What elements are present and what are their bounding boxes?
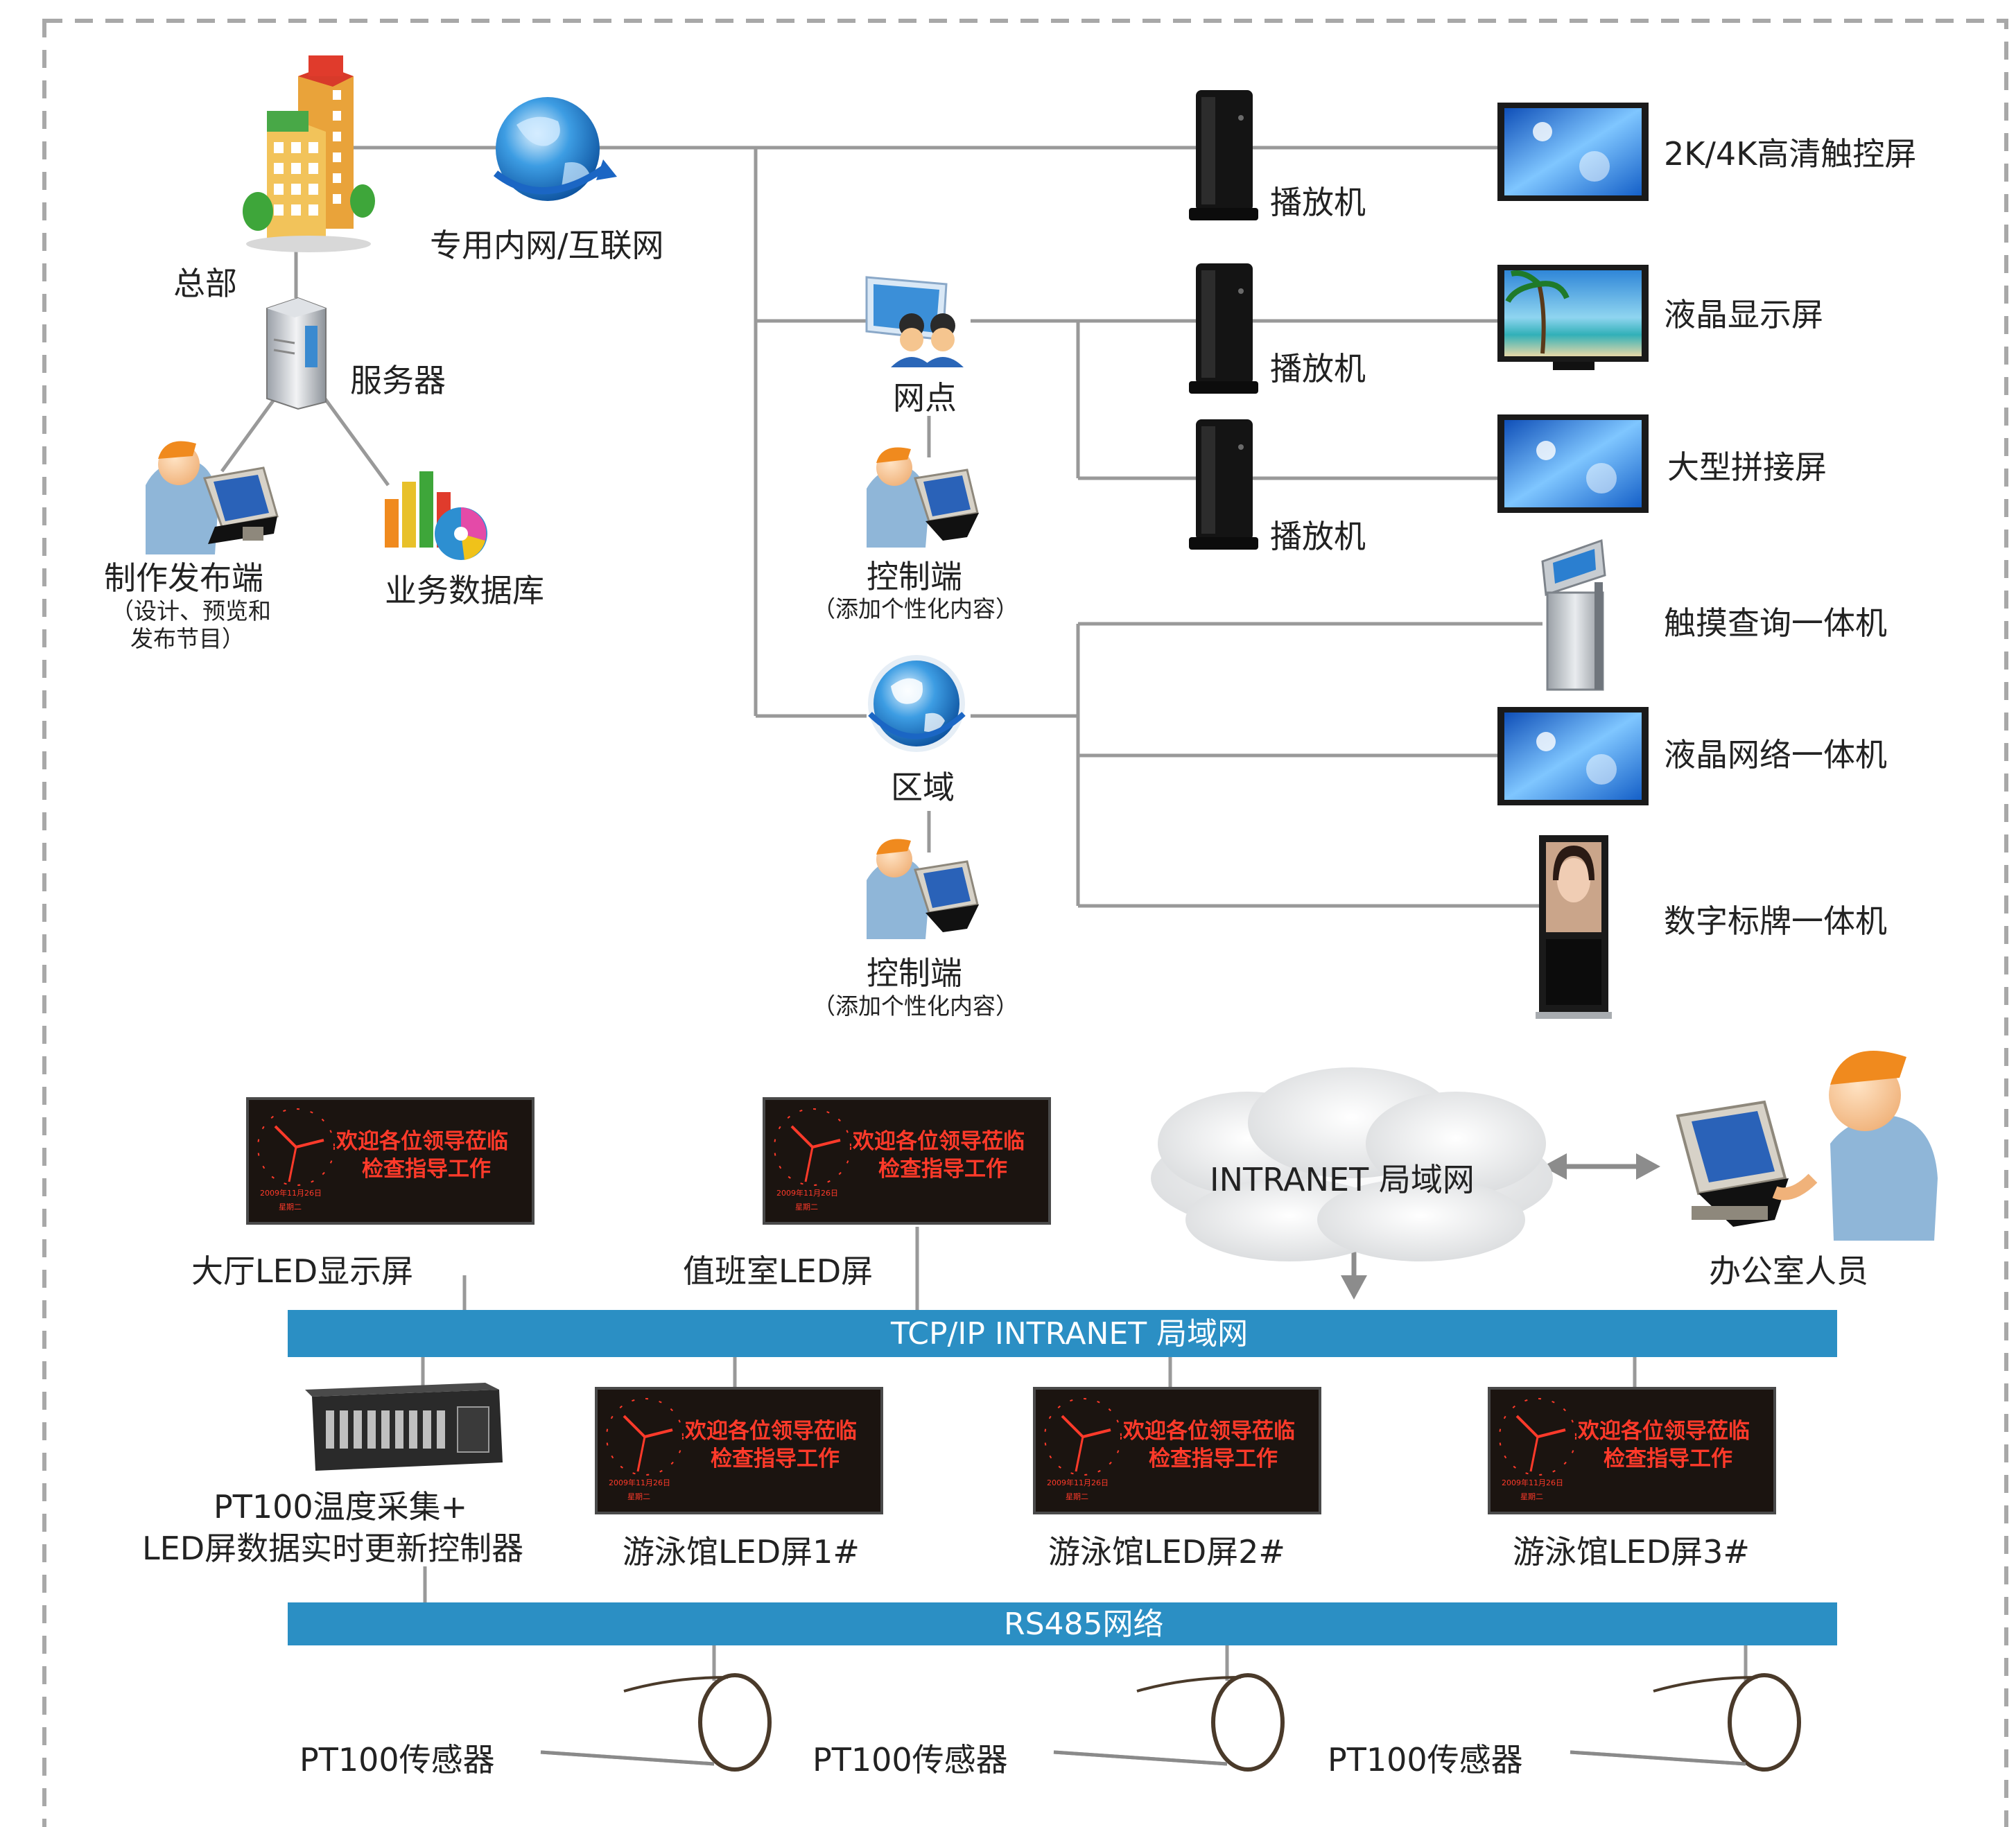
controller-label-line2: LED屏数据实时更新控制器 [142, 1530, 523, 1567]
led-board-pool-1: 欢迎各位领导莅临 检查指导工作 2009年11月26日 星期二 [595, 1387, 883, 1514]
intranet-cloud-icon [1151, 1067, 1553, 1261]
led-board-duty-weekday: 星期二 [795, 1203, 818, 1212]
branch-label: 网点 [893, 379, 957, 417]
network-label: 专用内网/互联网 [430, 227, 664, 264]
pt100-sensor-icon-3 [1570, 1673, 1801, 1772]
led-board-hall-line2: 检查指导工作 [362, 1157, 491, 1182]
branch-control-note: （添加个性化内容） [813, 595, 1018, 622]
terminal-label-6: 数字标牌一体机 [1664, 902, 1887, 940]
tcp-ip-intranet-label: TCP/IP INTRANET 局域网 [890, 1316, 1248, 1352]
player-label-3: 播放机 [1270, 518, 1366, 555]
player-label-1: 播放机 [1270, 184, 1366, 221]
pt100-sensor-icon-1 [540, 1673, 772, 1772]
led-board-pool-2-date: 2009年11月26日 [1047, 1478, 1109, 1487]
player-label-2: 播放机 [1270, 350, 1366, 387]
terminal-label-4: 触摸查询一体机 [1664, 604, 1887, 642]
player-icon-2 [1189, 263, 1258, 394]
rs485-network-bar: RS485网络 [288, 1602, 1837, 1645]
region-label: 区域 [891, 769, 955, 806]
intranet-cloud-label: INTRANET 局域网 [1210, 1161, 1475, 1198]
pool-led-label-1: 游泳馆LED屏1# [623, 1533, 860, 1571]
pt100-sensor-icon-2 [1053, 1673, 1285, 1772]
business-database-icon [385, 471, 487, 560]
publisher-workstation-icon [146, 441, 279, 554]
double-arrow-horizontal [1543, 1153, 1660, 1180]
led-board-duty-line1: 欢迎各位领导莅临 [852, 1129, 1025, 1154]
server-icon [266, 297, 327, 410]
led-board-pool-2: 欢迎各位领导莅临 检查指导工作 2009年11月26日 星期二 [1033, 1387, 1321, 1514]
region-controller-icon [867, 839, 979, 939]
sensor-label-1: PT100传感器 [299, 1741, 495, 1778]
region-control-note: （添加个性化内容） [813, 993, 1018, 1020]
branch-users-icon [865, 276, 964, 367]
publisher-note-1: （设计、预览和 [111, 597, 271, 624]
terminal-label-1: 2K/4K高清触控屏 [1664, 135, 1916, 173]
led-board-hall-weekday: 星期二 [279, 1203, 302, 1212]
led-board-pool-3: 欢迎各位领导莅临 检查指导工作 2009年11月26日 星期二 [1488, 1387, 1776, 1514]
headquarters-building-icon [243, 55, 375, 252]
region-globe-icon [868, 655, 966, 752]
led-board-duty-line2: 检查指导工作 [878, 1157, 1007, 1182]
led-board-duty-date: 2009年11月26日 [776, 1188, 838, 1198]
touchscreen-icon [1497, 103, 1649, 201]
led-board-pool-3-line1: 欢迎各位领导莅临 [1577, 1419, 1750, 1444]
led-board-pool-3-line2: 检查指导工作 [1604, 1446, 1732, 1471]
digital-signage-icon [1536, 835, 1612, 1019]
pool-led-label-2: 游泳馆LED屏2# [1048, 1533, 1285, 1571]
branch-controller-icon [867, 447, 979, 548]
terminal-label-2: 液晶显示屏 [1664, 296, 1823, 333]
pt100-controller-icon [305, 1383, 503, 1471]
sensor-label-3: PT100传感器 [1328, 1741, 1523, 1778]
database-label: 业务数据库 [385, 572, 544, 609]
led-board-pool-2-weekday: 星期二 [1066, 1492, 1088, 1501]
controller-label-line1: PT100温度采集+ [214, 1488, 467, 1526]
player-icon-1 [1189, 90, 1258, 220]
led-board-pool-2-line1: 欢迎各位领导莅临 [1122, 1419, 1295, 1444]
dashed-border [42, 19, 2008, 1827]
led-board-pool-2-line2: 检查指导工作 [1149, 1446, 1278, 1471]
led-board-duty: 欢迎各位领导莅临 检查指导工作 2009年11月26日 星期二 [763, 1097, 1051, 1225]
player-icon-3 [1189, 419, 1258, 550]
sensor-label-2: PT100传感器 [813, 1741, 1008, 1778]
led-board-pool-3-date: 2009年11月26日 [1502, 1478, 1563, 1487]
branch-control-label: 控制端 [867, 558, 962, 595]
duty-led-label: 值班室LED屏 [683, 1252, 873, 1290]
office-staff-icon [1676, 1051, 1938, 1241]
led-board-hall-line1: 欢迎各位领导莅临 [336, 1129, 508, 1154]
pool-led-label-3: 游泳馆LED屏3# [1513, 1533, 1750, 1571]
publisher-note-2: 发布节目） [130, 625, 245, 652]
led-board-hall-date: 2009年11月26日 [260, 1188, 322, 1198]
terminal-label-5: 液晶网络一体机 [1664, 736, 1887, 773]
network-globe-icon [493, 97, 617, 201]
led-board-pool-1-date: 2009年11月26日 [609, 1478, 670, 1487]
touch-kiosk-icon [1541, 539, 1606, 691]
connector-lines [220, 146, 1748, 1766]
hq-label: 总部 [173, 265, 237, 302]
region-control-label: 控制端 [867, 954, 962, 992]
tcp-ip-intranet-bar: TCP/IP INTRANET 局域网 [288, 1310, 1837, 1357]
led-board-pool-1-line2: 检查指导工作 [711, 1446, 840, 1471]
server-label: 服务器 [350, 362, 446, 399]
led-board-pool-3-weekday: 星期二 [1520, 1492, 1543, 1501]
publisher-label: 制作发布端 [104, 559, 263, 597]
led-board-hall: 欢迎各位领导莅临 检查指导工作 2009年11月26日 星期二 [246, 1097, 535, 1225]
hall-led-label: 大厅LED显示屏 [191, 1252, 413, 1290]
led-board-pool-1-weekday: 星期二 [627, 1492, 650, 1501]
lcd-display-icon [1497, 265, 1649, 370]
office-staff-label: 办公室人员 [1709, 1252, 1868, 1290]
led-board-pool-1-line1: 欢迎各位领导莅临 [684, 1419, 857, 1444]
lcd-network-kiosk-icon [1497, 707, 1649, 805]
terminal-label-3: 大型拼接屏 [1667, 448, 1827, 486]
rs485-network-label: RS485网络 [1004, 1607, 1163, 1642]
video-wall-icon [1497, 414, 1649, 513]
